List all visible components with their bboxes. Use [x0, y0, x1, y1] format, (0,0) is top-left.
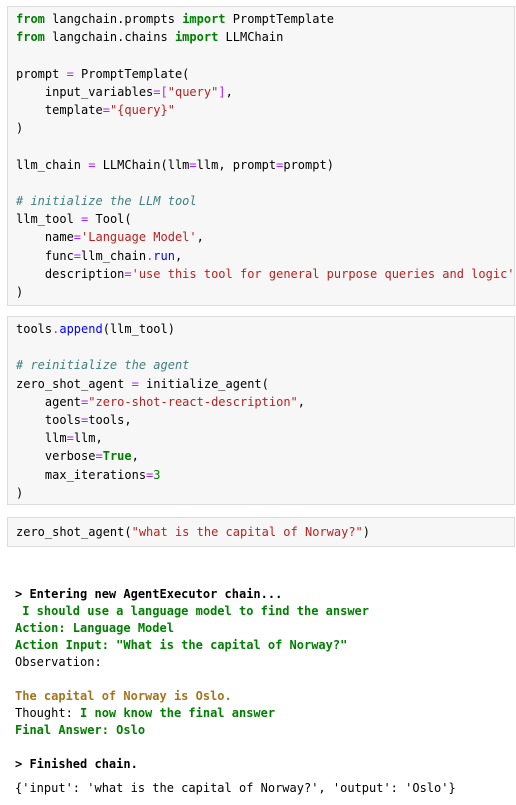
operator: =: [81, 394, 89, 409]
code-text: (llm_tool): [102, 322, 175, 336]
code-text: func: [16, 248, 74, 263]
code-block-1: from langchain.prompts import PromptTemp…: [16, 10, 515, 301]
code-block-3: zero_shot_agent("what is the capital of …: [16, 523, 370, 541]
number-literal: 3: [153, 467, 161, 482]
code-text: input_variables: [16, 84, 154, 99]
operator: =: [81, 212, 89, 227]
code-text: tools,: [88, 413, 132, 428]
code-text: tools: [16, 413, 82, 428]
chain-start-line: > Entering new AgentExecutor chain...: [15, 587, 283, 601]
operator: =: [153, 84, 161, 99]
code-text: ): [362, 525, 371, 539]
keyword: True: [102, 449, 132, 464]
cell-output: > Entering new AgentExecutor chain... I …: [15, 586, 369, 739]
attribute-name: run: [153, 248, 175, 263]
string-literal: 'use this tool for general purpose queri…: [131, 266, 515, 281]
module-name: langchain.prompts: [44, 12, 183, 26]
operator: =: [131, 376, 139, 391]
attribute-name: append: [59, 322, 103, 336]
final-answer: Final Answer: Oslo: [15, 723, 146, 737]
operator: [: [160, 84, 168, 99]
string-literal: "what is the capital of Norway?": [131, 525, 363, 539]
code-text: verbose: [16, 449, 96, 464]
observation-label: Observation:: [15, 655, 102, 669]
code-text: llm: [16, 431, 67, 446]
agent-action-input: Action Input: "What is the capital of No…: [15, 638, 348, 652]
operator: =: [102, 103, 110, 118]
code-text: ): [16, 285, 24, 300]
keyword: import: [182, 12, 226, 26]
code-cell-1[interactable]: from langchain.prompts import PromptTemp…: [7, 6, 515, 306]
code-text: ): [16, 485, 24, 500]
operator: .: [52, 322, 60, 336]
import-name: PromptTemplate: [225, 12, 334, 26]
operator: =: [189, 157, 197, 172]
code-cell-3[interactable]: zero_shot_agent("what is the capital of …: [7, 517, 515, 547]
string-literal: 'Language Model': [81, 230, 197, 245]
chain-finished: > Finished chain.: [15, 756, 138, 773]
operator: =: [276, 157, 284, 172]
code-comment: # reinitialize the agent: [16, 358, 190, 373]
agent-thought: I now know the final answer: [80, 706, 276, 720]
code-text: llm_chain: [81, 248, 147, 263]
result-dict: {'input': 'what is the capital of Norway…: [15, 781, 456, 795]
thought-label: Thought:: [15, 706, 81, 720]
code-cell-2[interactable]: tools.append(llm_tool) # reinitialize th…: [7, 316, 515, 505]
code-text: ,: [196, 230, 204, 245]
keyword: import: [174, 30, 219, 45]
result-output: {'input': 'what is the capital of Norway…: [15, 780, 456, 797]
import-name: LLMChain: [218, 30, 284, 45]
operator: =: [66, 66, 74, 81]
code-text: max_iterations: [16, 467, 147, 482]
code-comment: # initialize the LLM tool: [16, 194, 197, 209]
string-literal: "zero-shot-react-description": [88, 394, 298, 409]
code-text: zero_shot_agent: [16, 376, 132, 391]
chain-end-line: > Finished chain.: [15, 757, 138, 771]
code-text: PromptTemplate(: [73, 66, 190, 81]
code-text: ,: [174, 248, 183, 263]
operator: ]: [218, 84, 226, 99]
code-text: llm,: [73, 431, 103, 446]
code-text: tools: [16, 322, 53, 336]
code-text: initialize_agent(: [138, 376, 269, 391]
code-text: Tool(: [88, 212, 132, 227]
operator: =: [73, 230, 82, 245]
code-text: name: [16, 230, 74, 245]
operator: =: [66, 431, 74, 446]
code-block-2: tools.append(llm_tool) # reinitialize th…: [16, 320, 305, 502]
operator: .: [146, 248, 154, 263]
code-text: LLMChain(llm: [95, 157, 190, 172]
operator: =: [146, 467, 154, 482]
keyword: from: [16, 30, 45, 45]
code-text: prompt: [16, 66, 67, 81]
code-text: ,: [225, 84, 233, 99]
keyword: from: [16, 12, 45, 26]
operator: =: [81, 413, 89, 428]
operator: =: [73, 248, 82, 263]
string-literal: "{query}": [109, 103, 175, 118]
module-name: langchain.chains: [44, 30, 175, 45]
agent-action: Action: Language Model: [15, 621, 174, 635]
code-text: llm_tool: [16, 212, 82, 227]
operator: =: [95, 449, 103, 464]
code-text: ,: [297, 394, 306, 409]
observation-text: The capital of Norway is Oslo.: [15, 689, 232, 703]
code-text: description: [16, 266, 125, 281]
code-text: ): [16, 121, 24, 136]
agent-thought: I should use a language model to find th…: [15, 604, 370, 618]
code-text: ,: [131, 449, 139, 464]
code-text: zero_shot_agent(: [16, 525, 132, 539]
code-text: llm, prompt: [196, 157, 277, 172]
string-literal: "query": [167, 84, 219, 99]
code-text: prompt): [283, 157, 334, 172]
code-text: llm_chain: [16, 157, 89, 172]
operator: =: [124, 266, 132, 281]
operator: =: [88, 157, 96, 172]
code-text: template: [16, 103, 103, 118]
code-text: agent: [16, 394, 82, 409]
